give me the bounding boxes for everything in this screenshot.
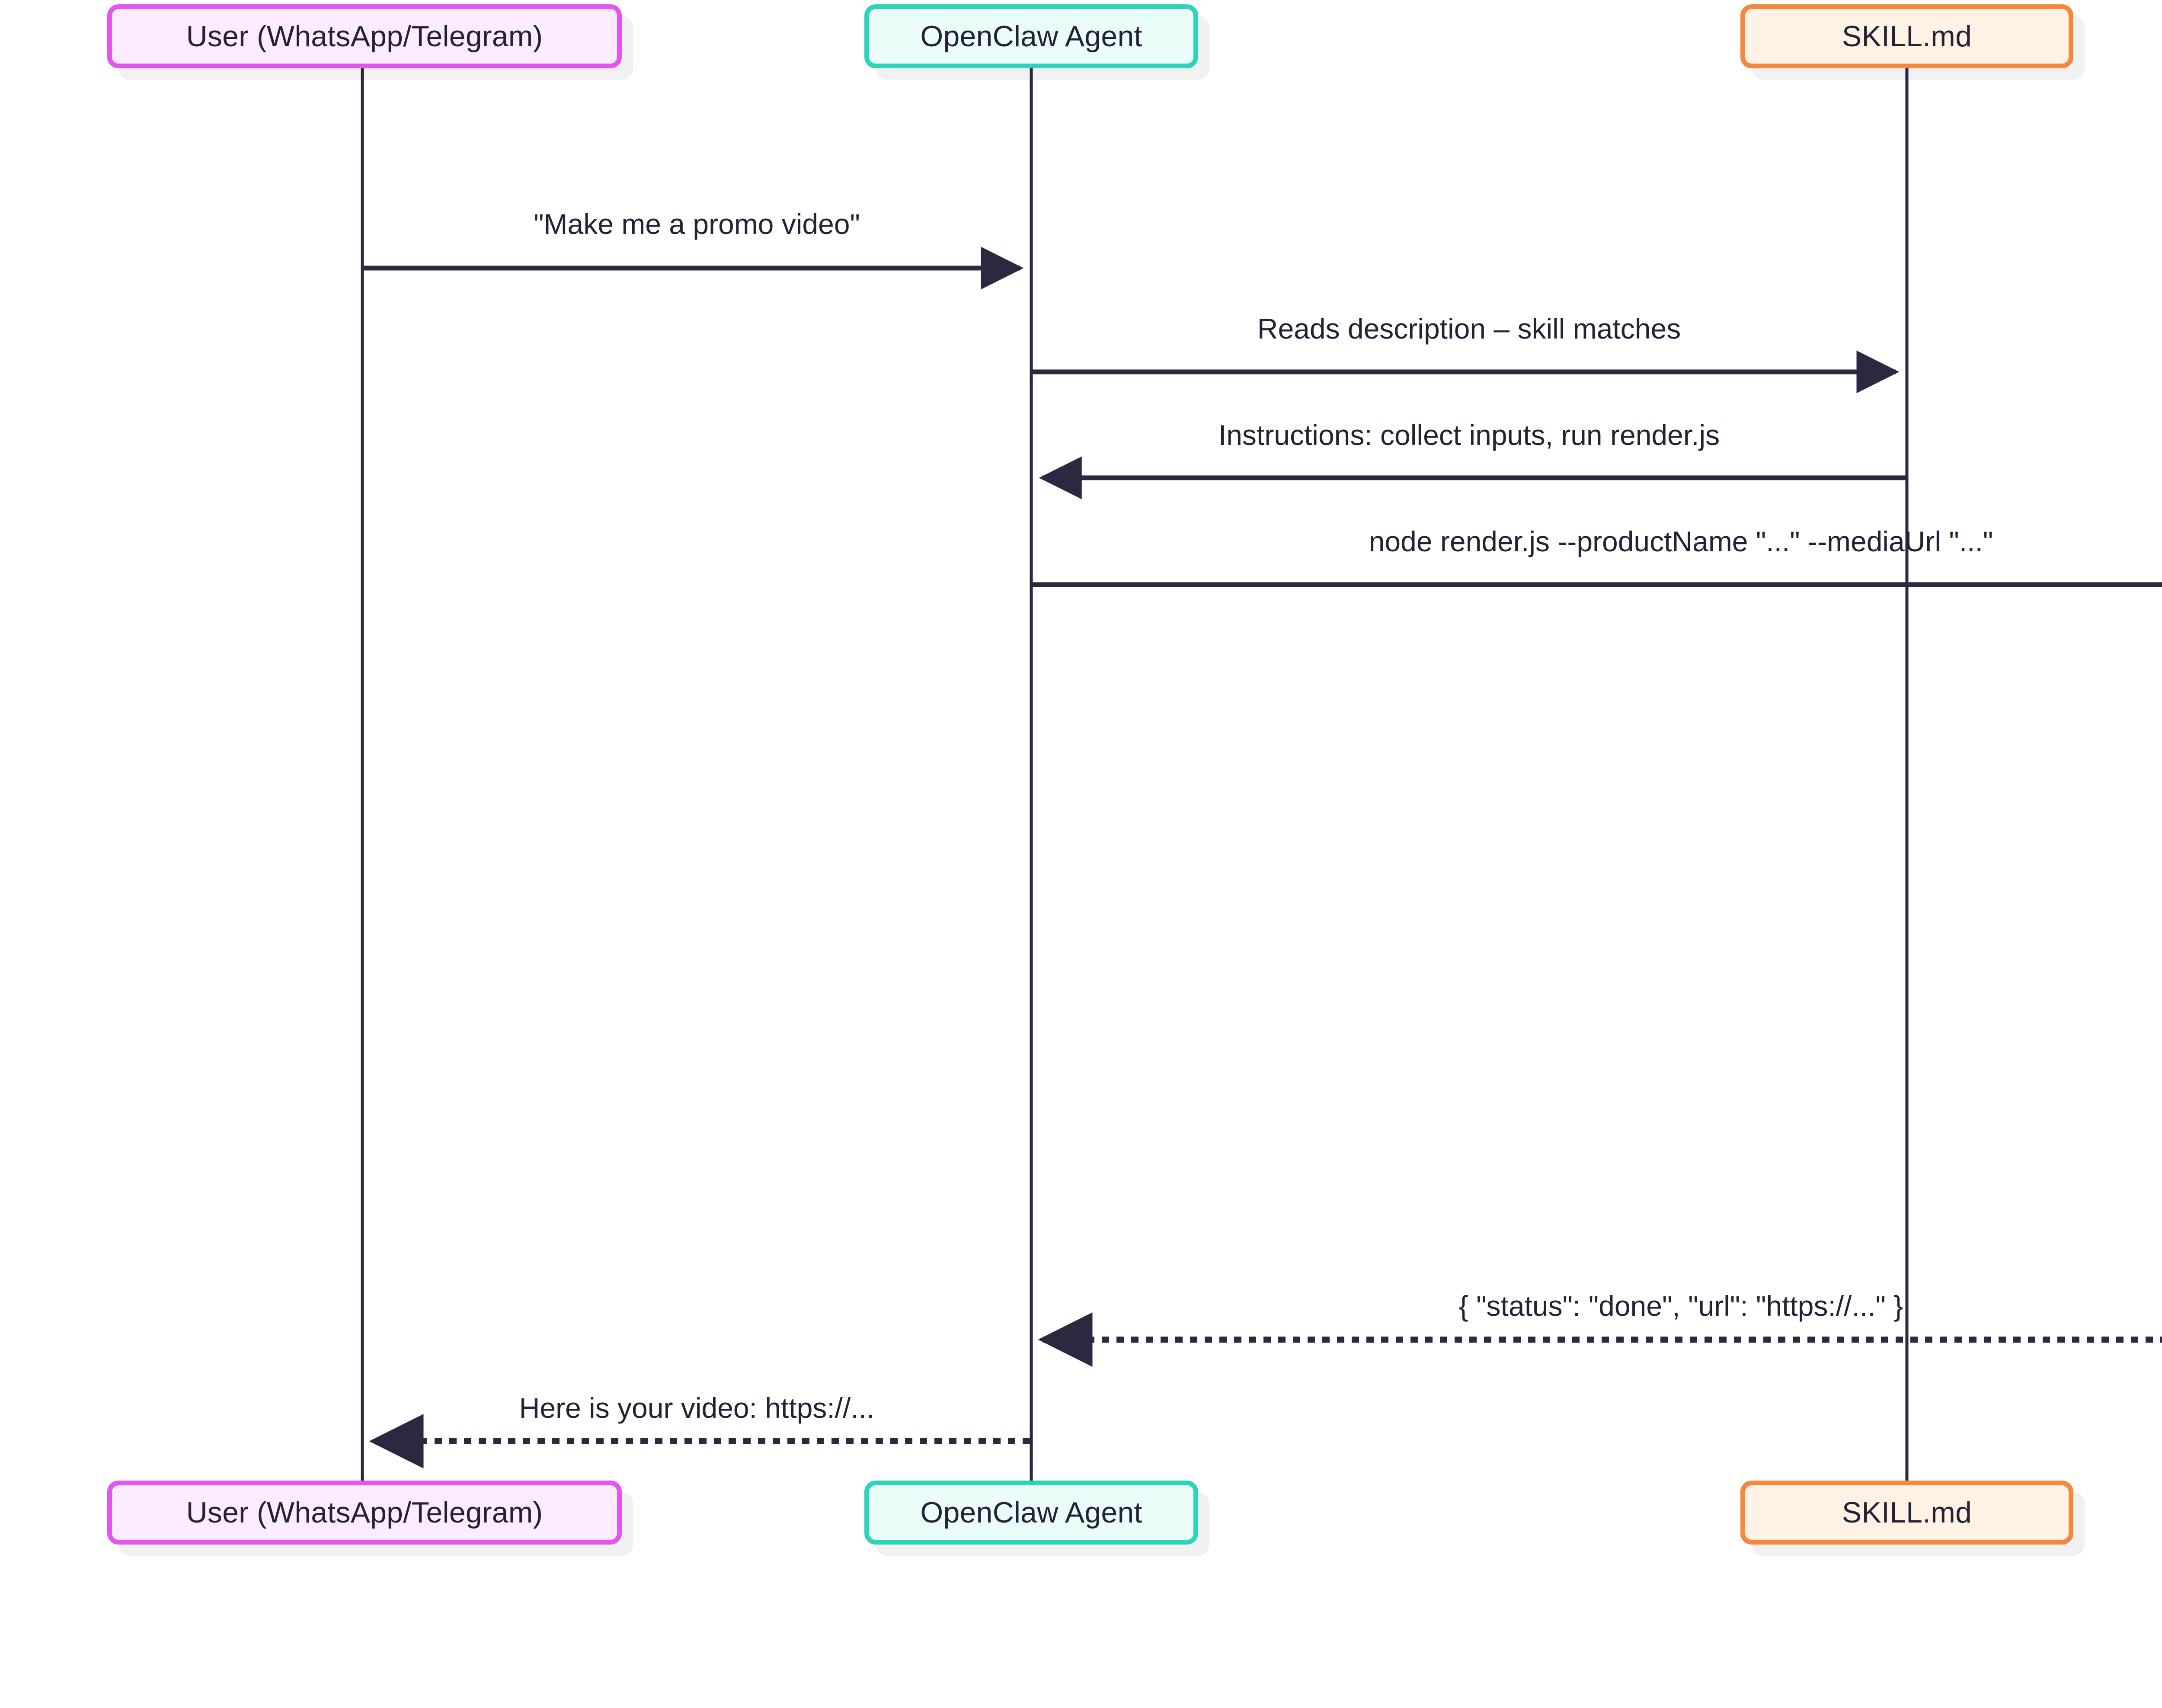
participant-label-user: User (WhatsApp/Telegram): [186, 20, 543, 53]
participant-label-agent: OpenClaw Agent: [920, 20, 1142, 53]
participant-box-skill-bottom[interactable]: SKILL.md: [1740, 1481, 2073, 1545]
message-label-m1: "Make me a promo video": [534, 208, 860, 240]
message-label-m3: Instructions: collect inputs, run render…: [1218, 419, 1720, 451]
lifelines-group: [361, 68, 1909, 1481]
message-label-m2: Reads description – skill matches: [1257, 313, 1681, 345]
participant-label-skill: SKILL.md: [1842, 1496, 1972, 1529]
participant-box-skill-top[interactable]: SKILL.md: [1740, 4, 2073, 68]
message-label-m10: { "status": "done", "url": "https://..."…: [1458, 1290, 1903, 1322]
participant-box-agent-bottom[interactable]: OpenClaw Agent: [864, 1481, 1198, 1545]
arrows-group: [364, 246, 2162, 1468]
participant-box-user-bottom[interactable]: User (WhatsApp/Telegram): [107, 1481, 622, 1545]
participant-box-user-top[interactable]: User (WhatsApp/Telegram): [107, 4, 622, 68]
participant-label-skill: SKILL.md: [1842, 20, 1972, 53]
participant-box-agent-top[interactable]: OpenClaw Agent: [864, 4, 1198, 68]
message-label-m4: node render.js --productName "..." --med…: [1369, 525, 1993, 557]
message-label-m11: Here is your video: https://...: [519, 1392, 875, 1424]
participant-label-agent: OpenClaw Agent: [920, 1496, 1142, 1529]
participant-label-user: User (WhatsApp/Telegram): [186, 1496, 543, 1529]
